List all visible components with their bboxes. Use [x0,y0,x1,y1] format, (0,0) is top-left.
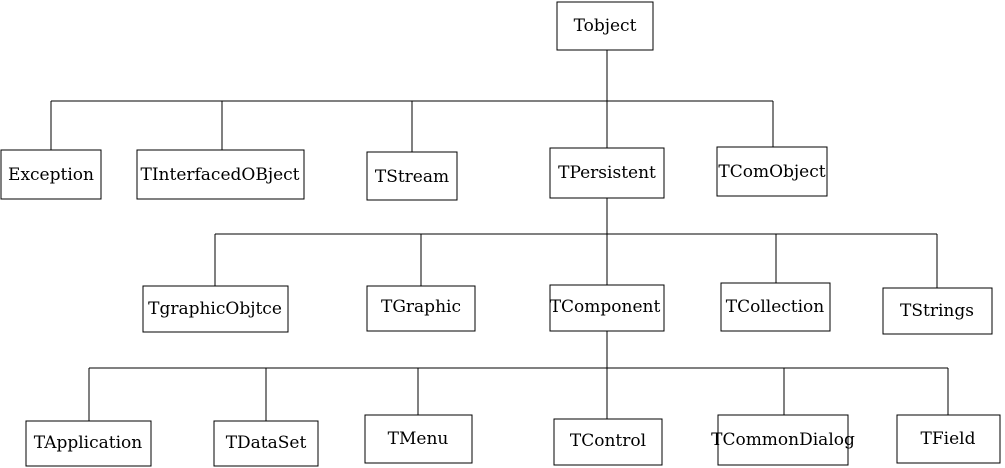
node-label: TComponent [550,297,661,317]
node-tcontrol: TControl [553,418,663,466]
node-label: TCollection [726,297,825,317]
node-label: TGraphic [381,297,461,317]
node-label: Exception [8,165,94,185]
node-tobject: Tobject [556,1,654,51]
node-label: TStrings [900,301,974,321]
node-label: TgraphicObjtce [148,299,282,319]
node-tinterfacedobject: TInterfacedOBject [136,149,305,200]
node-label: TInterfacedOBject [140,165,299,185]
node-tapplication: TApplication [25,420,152,467]
node-tpersistent: TPersistent [549,147,665,199]
node-label: TField [921,429,976,449]
node-label: TStream [375,167,449,187]
node-tcomponent: TComponent [549,284,665,332]
connectors-level-3 [88,331,949,421]
node-label: TComObject [718,162,825,182]
node-exception: Exception [0,149,102,200]
node-tgraphicobjtce: TgraphicObjtce [142,285,289,333]
node-tcomobject: TComObject [716,146,828,197]
connectors-level-1 [50,50,774,152]
node-label: TApplication [34,433,142,453]
node-label: TDataSet [226,433,307,453]
node-tmenu: TMenu [364,414,473,464]
node-tstrings: TStrings [882,287,993,335]
node-label: Tobject [574,16,637,36]
node-label: TMenu [388,429,449,449]
node-tcommondialog: TCommonDialog [711,414,855,466]
node-tstream: TStream [366,151,458,201]
node-label: TPersistent [558,163,656,183]
node-tdataset: TDataSet [213,420,319,467]
node-label: TCommonDialog [711,430,855,450]
node-tcollection: TCollection [720,282,831,332]
node-tgraphic: TGraphic [366,285,476,332]
node-label: TControl [570,431,646,451]
connectors-level-2 [214,198,938,288]
node-tfield: TField [896,414,1001,464]
